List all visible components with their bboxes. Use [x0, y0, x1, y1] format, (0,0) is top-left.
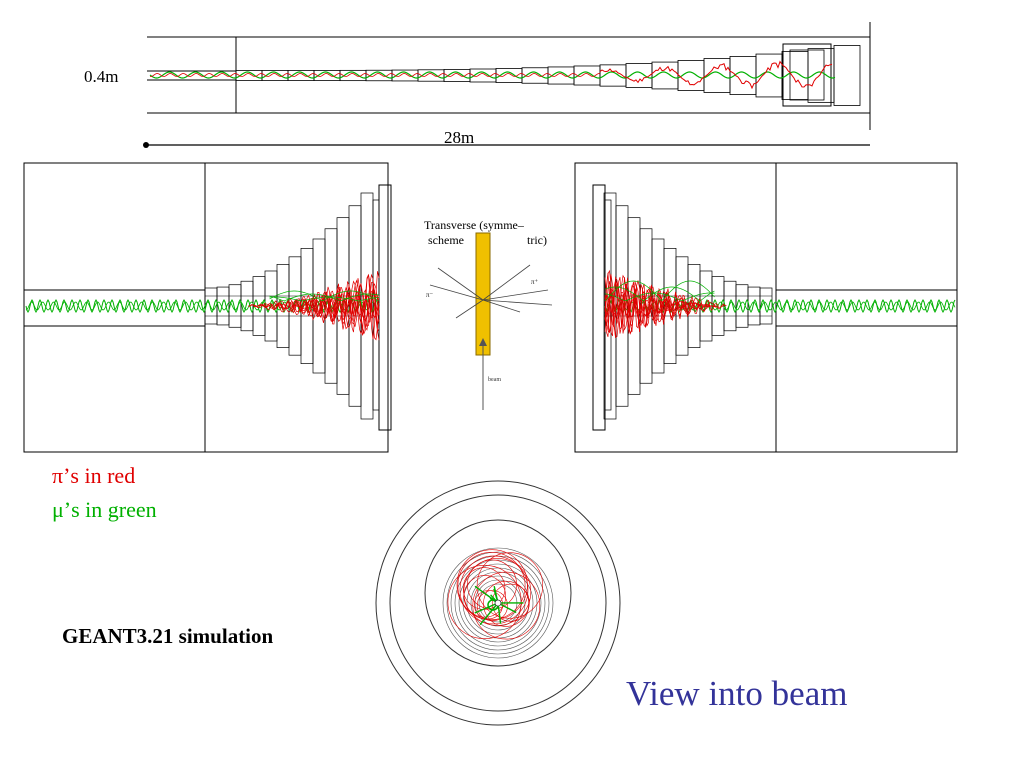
inner-ring: [458, 563, 538, 643]
particle-arrow: [482, 299, 521, 313]
particle-arrow: [482, 289, 549, 301]
particle-arrow: [429, 284, 484, 301]
muon-track: [479, 602, 499, 626]
pion-track: [463, 575, 506, 618]
pi-minus-label: π⁻: [426, 291, 434, 299]
inner-ring: [470, 575, 526, 631]
horn-segment: [603, 192, 617, 420]
pion-track: [263, 285, 380, 325]
beam-end-view: [375, 480, 621, 726]
view-caption: View into beam: [626, 674, 848, 713]
horn-segment: [228, 284, 242, 328]
horn-segment: [735, 284, 749, 328]
pion-track: [476, 552, 544, 619]
muon-track: [604, 280, 715, 302]
horn-segment: [747, 286, 761, 326]
outer-ring: [389, 494, 607, 712]
beam-arrowhead: [479, 338, 487, 346]
inner-ring: [454, 559, 542, 647]
width-label: 0.4m: [84, 67, 119, 86]
scale-bar-dot: [143, 142, 149, 148]
pion-track: [604, 281, 691, 332]
muon-track: [604, 286, 715, 301]
beam-center: [494, 599, 502, 607]
middle-ring: [424, 519, 572, 667]
muon-track: [149, 71, 836, 79]
outer-ring: [375, 480, 621, 726]
particle-arrow: [455, 299, 484, 319]
pion-track: [483, 580, 530, 627]
inner-ring: [446, 551, 550, 655]
inner-ring: [442, 547, 554, 659]
pion-track: [599, 60, 833, 90]
end-plate-inner: [372, 199, 380, 411]
panel-frame: [574, 162, 958, 453]
horn-end-block: [782, 43, 832, 107]
legend-pion: π’s in red: [52, 463, 136, 488]
particle-arrow: [482, 299, 553, 306]
particle-arrow: [437, 267, 484, 301]
pion-track: [149, 73, 601, 77]
muon-track: [269, 296, 380, 302]
beam-label: beam: [488, 377, 501, 383]
pion-track: [294, 273, 380, 341]
simulation-title: GEANT3.21 simulation: [62, 624, 274, 648]
muon-track: [604, 292, 715, 302]
scheme-title-line1: Transverse (symme–: [424, 218, 524, 232]
pion-track: [463, 558, 532, 626]
downstream-detail-panel: [574, 162, 958, 453]
transverse-scheme: π⁻ π⁺ beam: [426, 232, 553, 410]
scheme-title-right: tric): [527, 233, 547, 247]
pion-track: [457, 552, 526, 620]
horn-segment: [833, 45, 861, 106]
end-plate: [378, 184, 392, 431]
muon-track: [269, 293, 380, 302]
legend-muon: μ’s in green: [52, 497, 157, 522]
pion-track: [472, 571, 541, 640]
upstream-detail-panel: [23, 162, 392, 453]
horn-segment: [240, 280, 254, 332]
side-view-overview: [143, 22, 871, 148]
panel-frame: [23, 162, 389, 453]
muon-track: [269, 290, 380, 302]
pion-track: [459, 555, 529, 625]
target-rod: [475, 232, 491, 356]
end-plate: [592, 184, 606, 431]
horn-segment: [204, 287, 218, 325]
pion-track: [476, 590, 508, 622]
pion-track: [491, 583, 530, 622]
length-label: 28m: [444, 128, 475, 147]
particle-arrow: [482, 264, 531, 301]
muon-track: [474, 602, 499, 614]
muon-track: [497, 602, 517, 614]
muon-track: [604, 298, 956, 314]
pi-plus-label: π⁺: [531, 278, 539, 286]
scheme-title-left: scheme: [428, 233, 464, 247]
horn-end-inner: [789, 49, 825, 101]
